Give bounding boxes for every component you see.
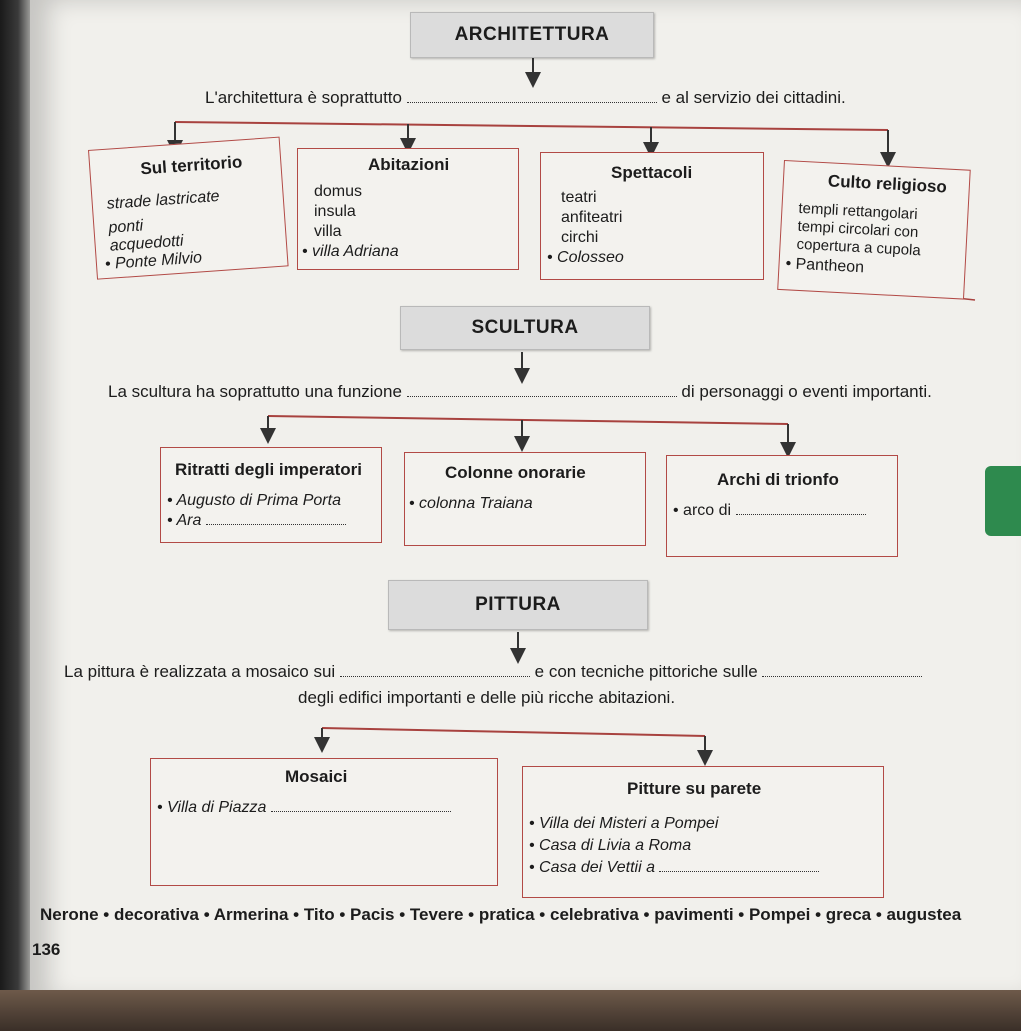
arco-blank[interactable] [735, 502, 866, 515]
example-item: • Colosseo [547, 249, 624, 266]
scultura-sentence: La scultura ha soprattutto una funzione … [108, 382, 932, 402]
box-title: Pitture su parete [627, 779, 762, 798]
architettura-sentence: L'architettura è soprattutto e al serviz… [205, 88, 846, 108]
list-item: insula [314, 203, 356, 220]
box-title: Colonne onorarie [445, 463, 586, 482]
list-item: teatri [561, 189, 597, 206]
architettura-blank[interactable] [406, 90, 657, 103]
pittura-sentence-mid: e con tecniche pittoriche sulle [534, 662, 758, 681]
ara-blank[interactable] [205, 512, 346, 525]
architettura-title: ARCHITETTURA [410, 12, 654, 58]
green-page-tab [985, 466, 1021, 536]
list-item: • Villa di Piazza [157, 799, 451, 817]
list-item: • Casa dei Vettii a [529, 859, 820, 877]
page-number: 136 [32, 940, 61, 959]
piazza-blank[interactable] [270, 799, 451, 812]
pittura-blank-2[interactable] [762, 664, 923, 677]
architettura-sentence-start: L'architettura è soprattutto [205, 88, 402, 107]
pittura-title: PITTURA [388, 580, 648, 630]
box-title: Abitazioni [368, 155, 450, 174]
pittura-blank-1[interactable] [339, 664, 530, 677]
box-title: Archi di trionfo [717, 470, 839, 489]
list-item: • Augusto di Prima Porta [167, 492, 341, 509]
box-spettacoli: Spettacoli teatri anfiteatri circhi • Co… [540, 152, 764, 280]
list-item: domus [314, 183, 363, 200]
list-item: • Ara [167, 512, 346, 530]
list-item: • arco di [673, 502, 866, 520]
scultura-sentence-end: di personaggi o eventi importanti. [681, 382, 932, 401]
list-item: • colonna Traiana [409, 495, 533, 512]
box-title: Spettacoli [611, 163, 693, 182]
list-item: • Casa di Livia a Roma [529, 837, 692, 854]
word-bank: Nerone • decorativa • Armerina • Tito • … [40, 905, 962, 924]
box-pitture-parete: Pitture su parete • Villa dei Misteri a … [522, 766, 884, 898]
box-sul-territorio: Sul territorio strade lastricate ponti a… [88, 136, 289, 280]
box-title: Culto religioso [827, 171, 948, 197]
pittura-sentence-line2: degli edifici importanti e delle più ric… [298, 688, 676, 707]
example-item: • Pantheon [785, 255, 865, 277]
box-ritratti: Ritratti degli imperatori • Augusto di P… [160, 447, 382, 543]
box-colonne-onorarie: Colonne onorarie • colonna Traiana [404, 452, 646, 546]
box-archi-trionfo: Archi di trionfo • arco di [666, 455, 898, 557]
table-surface [0, 990, 1021, 1031]
box-title: Sul territorio [139, 152, 243, 179]
vettii-blank[interactable] [659, 859, 820, 872]
book-spine [0, 0, 30, 1031]
example-item: • villa Adriana [302, 243, 399, 260]
box-title: Mosaici [285, 767, 348, 786]
architettura-sentence-end: e al servizio dei cittadini. [661, 88, 846, 107]
list-item: anfiteatri [561, 209, 623, 226]
pittura-sentence-line1: La pittura è realizzata a mosaico sui e … [64, 662, 923, 682]
list-item: villa [314, 223, 342, 240]
box-mosaici: Mosaici • Villa di Piazza [150, 758, 498, 886]
box-title: Ritratti degli imperatori [175, 460, 363, 479]
box-culto-religioso: Culto religioso templi rettangolari temp… [777, 160, 971, 300]
box-abitazioni: Abitazioni domus insula villa • villa Ad… [297, 148, 519, 270]
list-item: circhi [561, 229, 599, 246]
scultura-blank[interactable] [406, 384, 677, 397]
scultura-sentence-start: La scultura ha soprattutto una funzione [108, 382, 402, 401]
list-item: strade lastricate [106, 187, 221, 213]
scultura-title: SCULTURA [400, 306, 650, 350]
pittura-sentence-start: La pittura è realizzata a mosaico sui [64, 662, 336, 681]
list-item: • Villa dei Misteri a Pompei [529, 815, 719, 832]
